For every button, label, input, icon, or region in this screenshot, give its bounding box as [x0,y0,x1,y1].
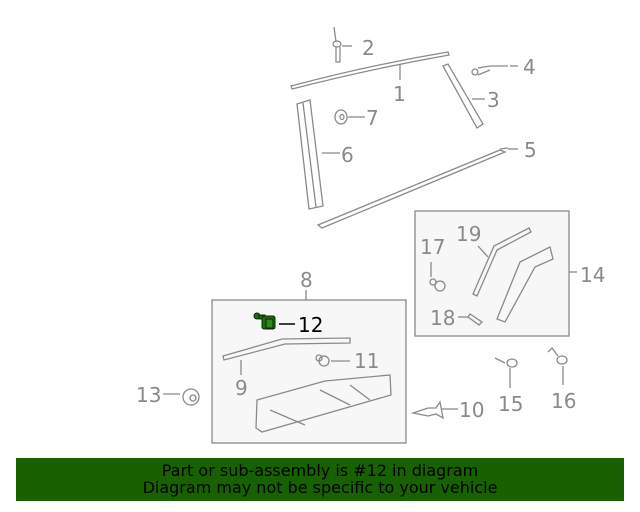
part-5-belt-molding [316,147,509,229]
callout-3[interactable]: 3 [487,88,500,112]
callout-1[interactable]: 1 [393,82,406,106]
callout-5[interactable]: 5 [524,138,537,162]
callout-17[interactable]: 17 [420,235,446,259]
callout-15[interactable]: 15 [498,392,524,416]
diagram-art [163,26,577,444]
part-7-grommet [334,109,348,125]
part-3-molding [442,63,484,129]
part-19-molding [472,227,532,297]
part-9-molding [222,337,351,361]
part-4-bolt [471,65,508,76]
callout-12[interactable]: 12 [298,313,324,337]
callout-13[interactable]: 13 [136,383,162,407]
parts-diagram: 1 2 3 4 5 6 7 8 9 10 11 12 13 14 15 16 1… [136,26,606,444]
part-2-clip [332,26,342,63]
callout-16[interactable]: 16 [551,389,577,413]
callout-18[interactable]: 18 [430,306,456,330]
callout-10[interactable]: 10 [459,398,485,422]
part-10-clip [410,400,444,420]
banner-line-2: Diagram may not be specific to your vehi… [142,478,498,497]
part-14-panel [496,246,554,323]
callout-2[interactable]: 2 [362,36,375,60]
callout-8[interactable]: 8 [300,268,313,292]
part-13-grommet [182,388,200,406]
callout-7[interactable]: 7 [366,106,379,130]
part-18-clip [467,313,484,326]
callout-11[interactable]: 11 [354,349,380,373]
part-17-clip [434,280,446,292]
box-14 [414,210,570,337]
part-12-highlighted [253,312,276,330]
callout-14[interactable]: 14 [580,263,606,287]
banner-line-1: Part or sub-assembly is #12 in diagram [161,461,479,480]
part-1-molding [290,51,450,90]
callout-4[interactable]: 4 [523,55,536,79]
callout-9[interactable]: 9 [235,376,248,400]
part-16-clip [547,347,568,365]
info-banner: Part or sub-assembly is #12 in diagram D… [16,458,624,501]
part-15-screw [494,357,518,368]
callout-19[interactable]: 19 [456,222,482,246]
part-6-pillar [296,99,324,210]
garnish-panel [255,374,392,433]
callout-6[interactable]: 6 [341,143,354,167]
